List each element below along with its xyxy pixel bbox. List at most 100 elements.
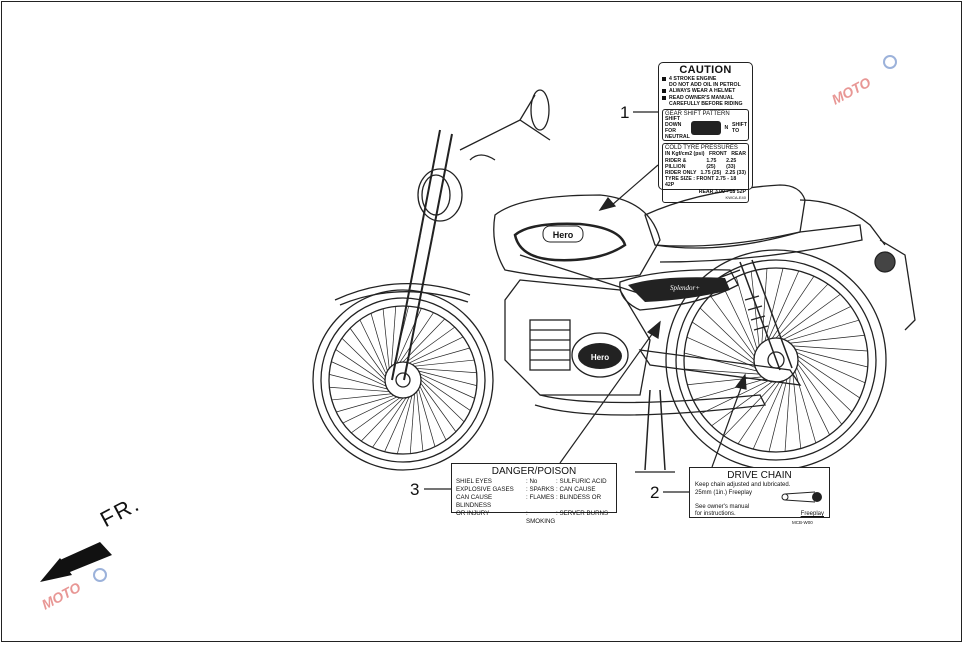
wheel-spoke [331, 361, 387, 387]
wheel-spoke [382, 308, 390, 369]
caution-line-text: READ OWNER'S MANUAL [669, 94, 734, 101]
wheel-spoke [797, 359, 853, 413]
wheel-spoke [750, 271, 760, 346]
wheel-spoke [684, 352, 758, 372]
exhaust [534, 394, 766, 416]
danger-poison-label: DANGER/POISON SHIEL EYES : No : SULFURIC… [451, 463, 617, 525]
wheel-spoke [764, 268, 784, 342]
wheel-spoke [796, 367, 830, 435]
wheel-spoke [684, 368, 760, 375]
danger-cell: : SPARKS [526, 486, 555, 493]
tyre-pressure-section: COLD TYRE PRESSURES IN Kgf/cm2 (psi) FRO… [662, 143, 749, 204]
caution-line-text: CAREFULLY BEFORE RIDING [669, 100, 743, 107]
leader-3-arrow [559, 329, 656, 464]
wheel-spoke [384, 396, 410, 452]
caution-line: 4 STROKE ENGINE [662, 76, 749, 82]
wheel-spoke [420, 382, 457, 432]
danger-cell: : No [526, 478, 538, 485]
wheel-spoke [331, 393, 392, 401]
wheel-spoke [796, 352, 866, 384]
wheel-spoke [752, 380, 784, 450]
tyre-size-front: TYRE SIZE : FRONT 2.75 - 18 42P [665, 176, 737, 189]
wheel-spoke [416, 391, 424, 452]
drive-chain-line: Keep chain adjusted and lubricated. [695, 482, 791, 488]
danger-title: DANGER/POISON [491, 466, 577, 477]
wheel-spoke [420, 376, 471, 411]
wheel-spoke [416, 368, 477, 374]
wheel-spoke [735, 276, 758, 350]
wheel-spoke [797, 363, 843, 425]
wheel-spoke [783, 306, 851, 340]
callout-2: 2 [650, 483, 660, 502]
gear-shift-section: GEAR SHIFT PATTERN SHIFT DOWN FOR NEUTRA… [662, 109, 749, 142]
wheel-spoke [792, 345, 868, 352]
gear-shift-down-text: SHIFT DOWN FOR NEUTRAL [665, 115, 690, 141]
danger-cell: CAN CAUSE BLINDNESS [456, 494, 493, 509]
wheel-spoke [329, 374, 388, 390]
tank-badge [542, 225, 584, 243]
swingarm [638, 349, 802, 386]
engine-brand-text: Hero [591, 353, 609, 362]
wheel-spoke [737, 381, 781, 444]
wheel-spoke [341, 337, 386, 381]
front-mudguard [334, 283, 471, 301]
wheel-spoke [722, 285, 756, 353]
mirror [530, 89, 550, 131]
side-panel-logo [628, 277, 730, 302]
danger-cell: : SULFURIC ACID [556, 478, 607, 485]
tyre-cell: 1.75 (25) [706, 157, 717, 170]
drive-chain-line: See owner's manual [695, 503, 750, 510]
fuel-tank [493, 194, 661, 280]
wheel-spoke [709, 295, 755, 357]
wheel-spoke [699, 307, 755, 361]
danger-cell: : SMOKING [526, 510, 556, 525]
gear-pedal-icon [690, 121, 721, 136]
tyre-pressure-title: COLD TYRE PRESSURES [665, 145, 738, 152]
wheel-spoke [784, 376, 791, 452]
wheel-spoke [775, 283, 829, 339]
danger-cell: : CAN CAUSE [556, 486, 596, 493]
wheel-spoke [399, 312, 434, 363]
wheel-spoke [692, 378, 766, 401]
wheel-spoke [792, 374, 802, 449]
tyre-size-rear: REAR 3.00 - 18 52P [698, 188, 746, 195]
wheel-spoke [419, 373, 475, 399]
side-panel-text: Splendor+ [670, 284, 700, 292]
wheel-spoke [723, 381, 777, 437]
wheel-spoke [370, 313, 388, 372]
wheel-spoke [419, 386, 447, 441]
tyre-header-row: IN Kgf/cm2 (psi) FRONT REAR [665, 151, 746, 157]
headlamp [417, 168, 463, 222]
wheel-spoke [420, 379, 465, 423]
caution-line-text: 4 STROKE ENGINE [669, 76, 717, 82]
wheel-spoke [797, 355, 860, 399]
wheel-spoke [768, 378, 788, 452]
caution-code: KWCA-E40 [725, 194, 746, 200]
wheel-spoke [349, 328, 386, 378]
leader-1-arrow [611, 164, 659, 206]
tyre-cell: RIDER ONLY [665, 170, 697, 177]
wheel-spoke [397, 395, 413, 454]
wheel-spoke [409, 393, 415, 454]
tyre-row: RIDER & PILLION 1.75 (25) 2.25 (33) [665, 158, 746, 170]
tyre-cell: 2.25 (33) [725, 170, 746, 177]
wheel-spoke [790, 334, 865, 344]
wheel-spoke [405, 326, 455, 363]
wheel-spoke [409, 336, 464, 364]
tyre-row: RIDER ONLY 1.75 (25) 2.25 (33) [665, 170, 746, 176]
engine-badge [578, 343, 622, 369]
front-wheel [312, 289, 494, 471]
engine [504, 279, 651, 396]
gear-shift-up-text: SHIFT TO [732, 122, 747, 135]
drive-chain-line: for instructions. [695, 511, 736, 518]
drive-chain-title: DRIVE CHAIN [727, 470, 792, 481]
rear-shock [739, 259, 793, 371]
wheel-spoke [360, 397, 404, 442]
wheel-spoke [779, 293, 841, 339]
tyre-cell: 1.75 (25) [700, 170, 722, 177]
caution-line: READ OWNER'S MANUAL [662, 95, 749, 101]
wheel-spoke [335, 349, 386, 384]
callout-3: 3 [410, 480, 420, 499]
wheel-spoke [391, 306, 397, 367]
